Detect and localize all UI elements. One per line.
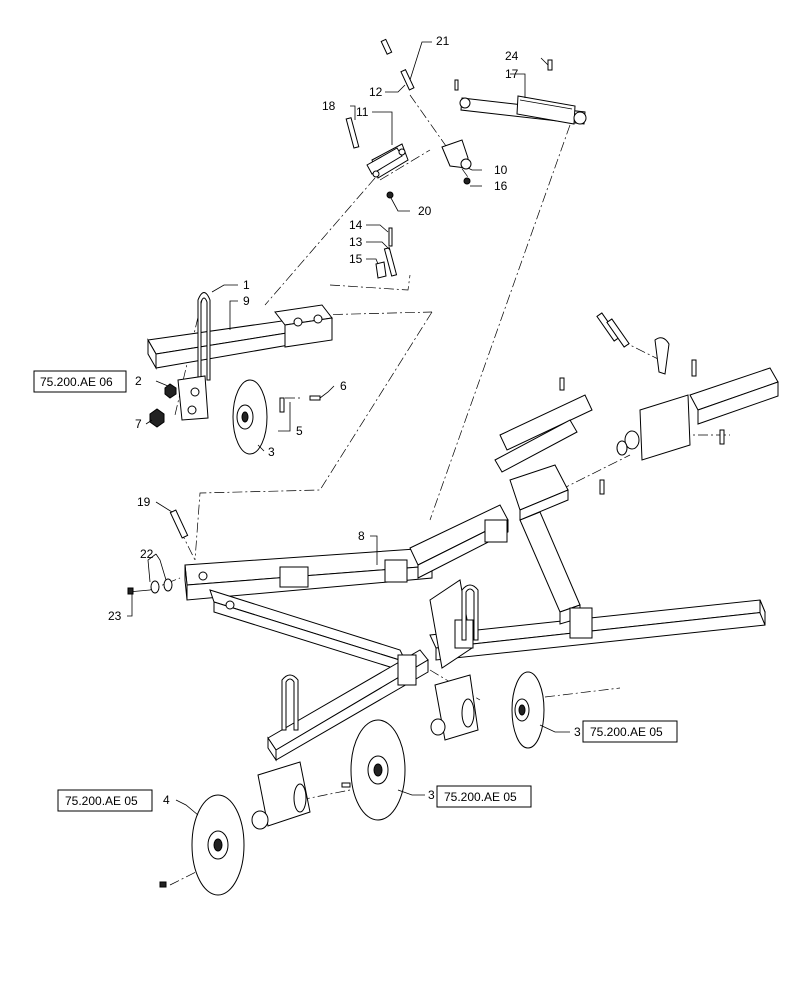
callout-21: 21	[436, 34, 450, 48]
pin-washer-bolt-left	[127, 509, 189, 595]
callout-12: 12	[369, 85, 383, 99]
callout-15: 15	[349, 252, 363, 266]
reference-box-bottom-left[interactable]: 75.200.AE 05	[57, 789, 153, 812]
callout-20: 20	[418, 204, 432, 218]
pins-top	[345, 38, 553, 279]
callout-18: 18	[322, 99, 336, 113]
callout-16: 16	[494, 179, 508, 193]
callout-11: 11	[356, 105, 369, 119]
disc-blade-upper-left	[232, 379, 321, 455]
leader-lines	[127, 41, 570, 816]
callout-13: 13	[349, 235, 363, 249]
callout-1: 1	[243, 278, 250, 292]
callout-3-upper: 3	[268, 445, 275, 459]
callout-numbers: 21 12 24 17 18 11 10 16 20 14 13 15 1 9 …	[108, 34, 581, 807]
reference-bottom-left-text: 75.200.AE 05	[65, 794, 138, 808]
reference-mid-disc-text: 75.200.AE 05	[444, 790, 517, 804]
right-hitch-assembly	[494, 312, 779, 495]
link-plates	[366, 139, 472, 199]
callout-19: 19	[137, 495, 151, 509]
callout-10: 10	[494, 163, 508, 177]
reference-box-right-disc[interactable]: 75.200.AE 05	[582, 720, 678, 743]
disc-gang-right	[430, 584, 545, 749]
assembly-chain-lines	[149, 94, 730, 886]
gauge-bar-assembly	[147, 292, 333, 428]
callout-14: 14	[349, 218, 363, 232]
hydraulic-cylinder-top	[454, 79, 587, 125]
callout-4: 4	[163, 793, 170, 807]
callout-24: 24	[505, 49, 519, 63]
callout-3-right: 3	[574, 725, 581, 739]
callout-2: 2	[135, 374, 142, 388]
reference-right-disc-text: 75.200.AE 05	[590, 725, 663, 739]
callout-8: 8	[358, 529, 365, 543]
callout-9: 9	[243, 294, 250, 308]
callout-7: 7	[135, 417, 142, 431]
callout-17: 17	[505, 67, 519, 81]
reference-left-text: 75.200.AE 06	[40, 375, 113, 389]
callout-3-mid: 3	[428, 788, 435, 802]
disc-gang-mid	[341, 719, 406, 821]
reference-box-left[interactable]: 75.200.AE 06	[33, 370, 127, 393]
callout-22: 22	[140, 547, 154, 561]
callout-6: 6	[340, 379, 347, 393]
reference-box-mid-disc[interactable]: 75.200.AE 05	[436, 785, 532, 808]
callout-5: 5	[296, 424, 303, 438]
callout-23: 23	[108, 609, 122, 623]
disc-gang-left	[159, 674, 311, 896]
